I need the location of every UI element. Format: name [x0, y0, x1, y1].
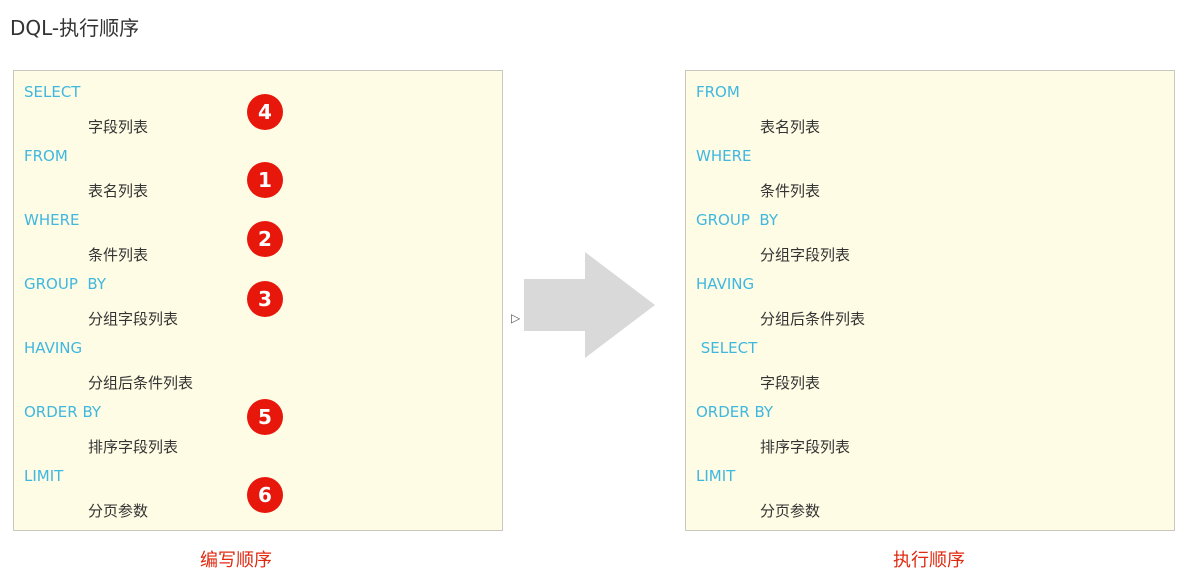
- clause-value: 排序字段列表: [760, 438, 851, 456]
- clause-value: 条件列表: [88, 246, 149, 264]
- order-badge: 2: [247, 221, 283, 257]
- keyword: SELECT: [696, 339, 758, 357]
- right-arrow-icon: [524, 252, 655, 358]
- clause-value: 分页参数: [88, 502, 149, 520]
- keyword: LIMIT: [696, 467, 736, 485]
- clause-value: 分页参数: [760, 502, 821, 520]
- keyword: HAVING: [696, 275, 755, 293]
- execution-order-caption: 执行顺序: [893, 550, 965, 571]
- keyword: WHERE: [696, 147, 752, 165]
- page-title: DQL-执行顺序: [10, 16, 140, 40]
- mouse-cursor-icon: ▷: [511, 311, 521, 325]
- clause-value: 条件列表: [760, 182, 821, 200]
- order-badge: 5: [247, 399, 283, 435]
- keyword: SELECT: [24, 83, 81, 101]
- keyword: GROUP BY: [696, 211, 779, 229]
- keyword: HAVING: [24, 339, 83, 357]
- clause-value: 分组后条件列表: [760, 310, 866, 328]
- keyword: ORDER BY: [24, 403, 102, 421]
- order-badge: 4: [247, 94, 283, 130]
- order-badge: 6: [247, 477, 283, 513]
- clause-value: 表名列表: [760, 118, 821, 136]
- keyword: GROUP BY: [24, 275, 107, 293]
- clause-value: 排序字段列表: [88, 438, 179, 456]
- clause-value: 表名列表: [88, 182, 149, 200]
- execution-order-box: FROM 表名列表 WHERE 条件列表 GROUP BY 分组字段列表 HAVING 分组后…: [685, 70, 1175, 531]
- keyword: LIMIT: [24, 467, 64, 485]
- keyword: FROM: [696, 83, 740, 101]
- clause-value: 字段列表: [760, 374, 821, 392]
- keyword: WHERE: [24, 211, 80, 229]
- order-badge: 1: [247, 162, 283, 198]
- writing-order-caption: 编写顺序: [200, 550, 272, 571]
- clause-value: 分组后条件列表: [88, 374, 194, 392]
- order-badge: 3: [247, 281, 283, 317]
- clause-value: 分组字段列表: [760, 246, 851, 264]
- keyword: FROM: [24, 147, 68, 165]
- clause-value: 字段列表: [88, 118, 149, 136]
- clause-value: 分组字段列表: [88, 310, 179, 328]
- keyword: ORDER BY: [696, 403, 774, 421]
